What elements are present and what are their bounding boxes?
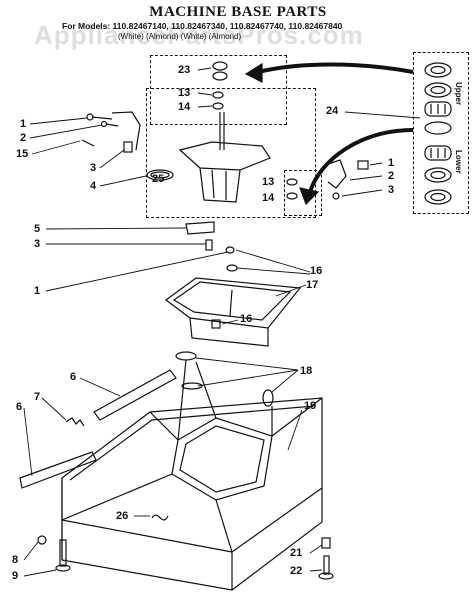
- lower-bearing-set: [424, 145, 452, 205]
- callout-19: 19: [304, 400, 317, 412]
- callout-1: 1: [388, 157, 395, 169]
- callout-3: 3: [90, 162, 97, 174]
- callout-2: 2: [20, 132, 27, 144]
- callout-15: 15: [16, 148, 29, 160]
- base-frame: [61, 359, 323, 591]
- callout-4: 4: [90, 180, 97, 192]
- right-bearing-box: [284, 170, 322, 216]
- callout-1: 1: [20, 118, 27, 130]
- callout-22: 22: [290, 565, 303, 577]
- callout-14: 14: [178, 101, 191, 113]
- mechanism: [146, 112, 271, 203]
- diagram-title: MACHINE BASE PARTS: [149, 4, 327, 20]
- callout-7: 7: [34, 391, 41, 403]
- callout-24: 24: [326, 105, 339, 117]
- callout-6: 6: [16, 401, 23, 413]
- callout-2: 2: [388, 170, 395, 182]
- upper-arrow: [257, 62, 414, 74]
- callout-16: 16: [240, 313, 253, 325]
- callout-3: 3: [34, 238, 41, 250]
- callout-9: 9: [12, 570, 19, 582]
- callout-14: 14: [262, 192, 275, 204]
- callout-18: 18: [300, 365, 313, 377]
- callout-3: 3: [388, 184, 395, 196]
- callout-1: 1: [34, 285, 41, 297]
- watermark: AppliancePartsPros.com: [34, 20, 364, 50]
- callout-23: 23: [178, 64, 191, 76]
- callout-16: 16: [310, 265, 323, 277]
- callout-5: 5: [34, 223, 41, 235]
- callout-13: 13: [178, 87, 191, 99]
- callout-21: 21: [290, 547, 303, 559]
- bearing-kit-box: [413, 52, 469, 214]
- callout-17: 17: [306, 279, 319, 291]
- callout-8: 8: [12, 554, 19, 566]
- callout-25: 25: [152, 173, 165, 185]
- callout-26: 26: [116, 510, 129, 522]
- top-detail-box: [150, 55, 287, 125]
- motor-mount-plate: [164, 277, 302, 347]
- callout-6: 6: [70, 371, 77, 383]
- model-colors: (White) (Almond) (White) (Almond): [118, 32, 242, 41]
- model-numbers: For Models: 110.82467140, 110.82467340, …: [62, 21, 343, 31]
- callout-13: 13: [262, 176, 275, 188]
- mechanism-detail-box: [146, 88, 316, 218]
- lower-arrow: [308, 128, 414, 193]
- upper-bearing-set: [424, 62, 452, 135]
